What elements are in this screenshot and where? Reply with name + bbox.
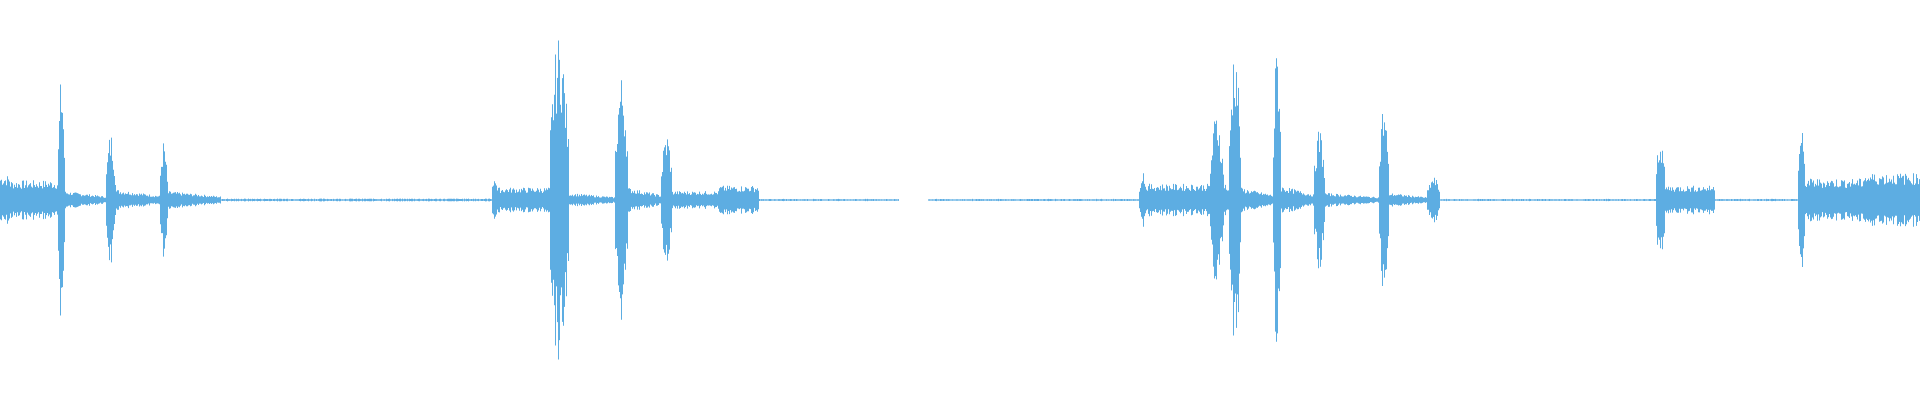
waveform-bars [0, 40, 1920, 360]
waveform-trace [0, 40, 1920, 360]
